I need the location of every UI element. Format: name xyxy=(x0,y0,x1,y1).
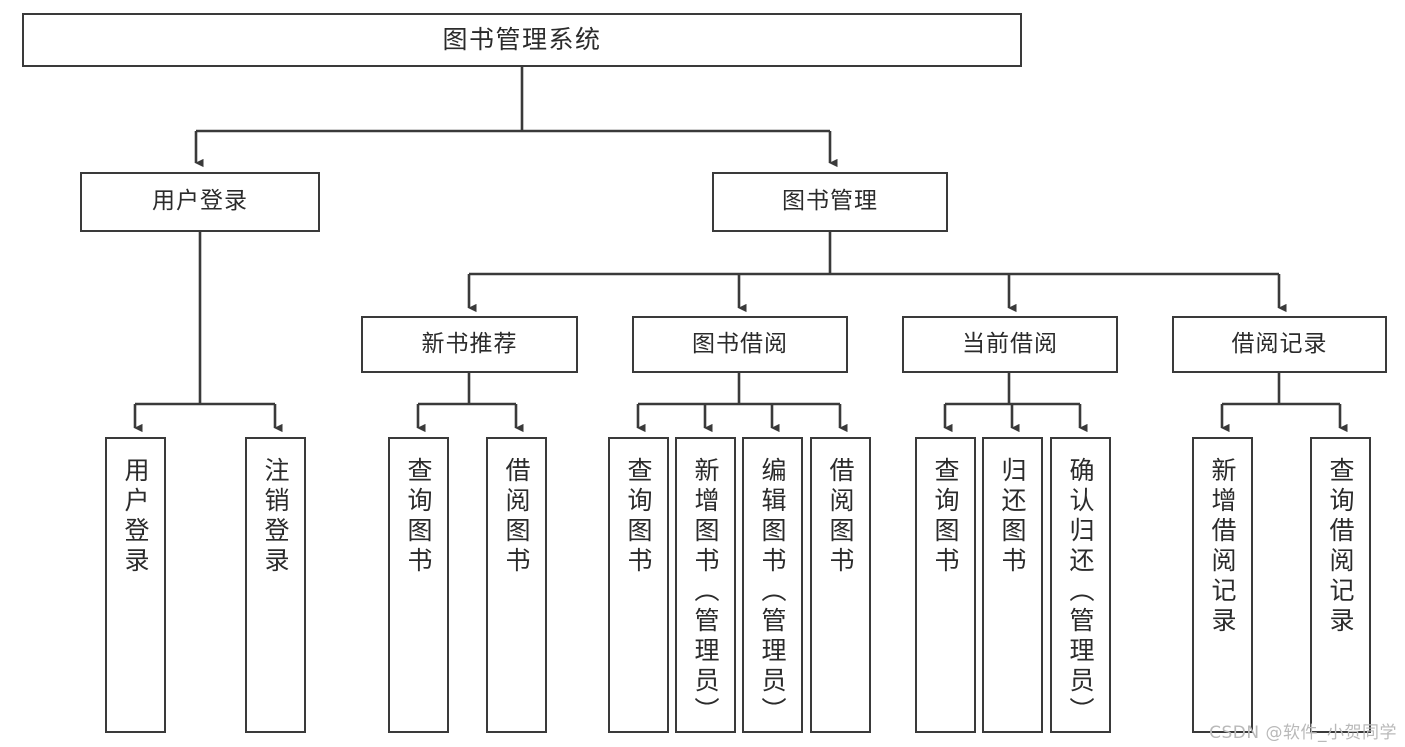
node-borrowing-record[interactable]: 借阅记录 xyxy=(1172,316,1387,373)
node-label: 注销登录 xyxy=(261,457,290,577)
node-label: 新增借阅记录 xyxy=(1208,457,1237,637)
node-book-borrowing[interactable]: 图书借阅 xyxy=(632,316,848,373)
node-root-book-management-system[interactable]: 图书管理系统 xyxy=(22,13,1022,67)
leaf-return-book[interactable]: 归还图书 xyxy=(982,437,1043,733)
node-label: 借阅图书 xyxy=(502,457,531,577)
node-label: 归还图书 xyxy=(998,457,1027,577)
leaf-add-borrow-record[interactable]: 新增借阅记录 xyxy=(1192,437,1253,733)
node-label: 当前借阅 xyxy=(962,330,1058,357)
leaf-confirm-return-admin[interactable]: 确认归还（管理员） xyxy=(1050,437,1111,733)
leaf-user-login[interactable]: 用户登录 xyxy=(105,437,166,733)
node-new-book-recommendation[interactable]: 新书推荐 xyxy=(361,316,578,373)
node-label: 编辑图书（管理员） xyxy=(758,457,787,727)
leaf-logout[interactable]: 注销登录 xyxy=(245,437,306,733)
leaf-borrow-book-new-rec[interactable]: 借阅图书 xyxy=(486,437,547,733)
leaf-query-book-borrowing[interactable]: 查询图书 xyxy=(608,437,669,733)
node-label: 借阅图书 xyxy=(826,457,855,577)
node-label: 查询借阅记录 xyxy=(1326,457,1355,637)
leaf-edit-book-admin[interactable]: 编辑图书（管理员） xyxy=(742,437,803,733)
node-book-management[interactable]: 图书管理 xyxy=(712,172,948,232)
node-label: 用户登录 xyxy=(121,457,150,577)
node-label: 新书推荐 xyxy=(421,330,518,357)
node-label: 用户登录 xyxy=(152,188,248,215)
node-label: 查询图书 xyxy=(624,457,653,577)
leaf-query-borrow-record[interactable]: 查询借阅记录 xyxy=(1310,437,1371,733)
node-label: 借阅记录 xyxy=(1231,330,1328,357)
node-user-login[interactable]: 用户登录 xyxy=(80,172,320,232)
leaf-add-book-admin[interactable]: 新增图书（管理员） xyxy=(675,437,736,733)
node-current-borrowing[interactable]: 当前借阅 xyxy=(902,316,1118,373)
leaf-borrow-book-borrowing[interactable]: 借阅图书 xyxy=(810,437,871,733)
node-label: 确认归还（管理员） xyxy=(1066,457,1095,727)
node-label: 新增图书（管理员） xyxy=(691,457,720,727)
node-label: 查询图书 xyxy=(404,457,433,577)
node-label: 图书借阅 xyxy=(692,330,788,357)
node-label: 图书管理 xyxy=(782,188,878,215)
leaf-query-book-new-rec[interactable]: 查询图书 xyxy=(388,437,449,733)
node-label: 查询图书 xyxy=(931,457,960,577)
leaf-query-book-current[interactable]: 查询图书 xyxy=(915,437,976,733)
node-label: 图书管理系统 xyxy=(442,25,602,54)
